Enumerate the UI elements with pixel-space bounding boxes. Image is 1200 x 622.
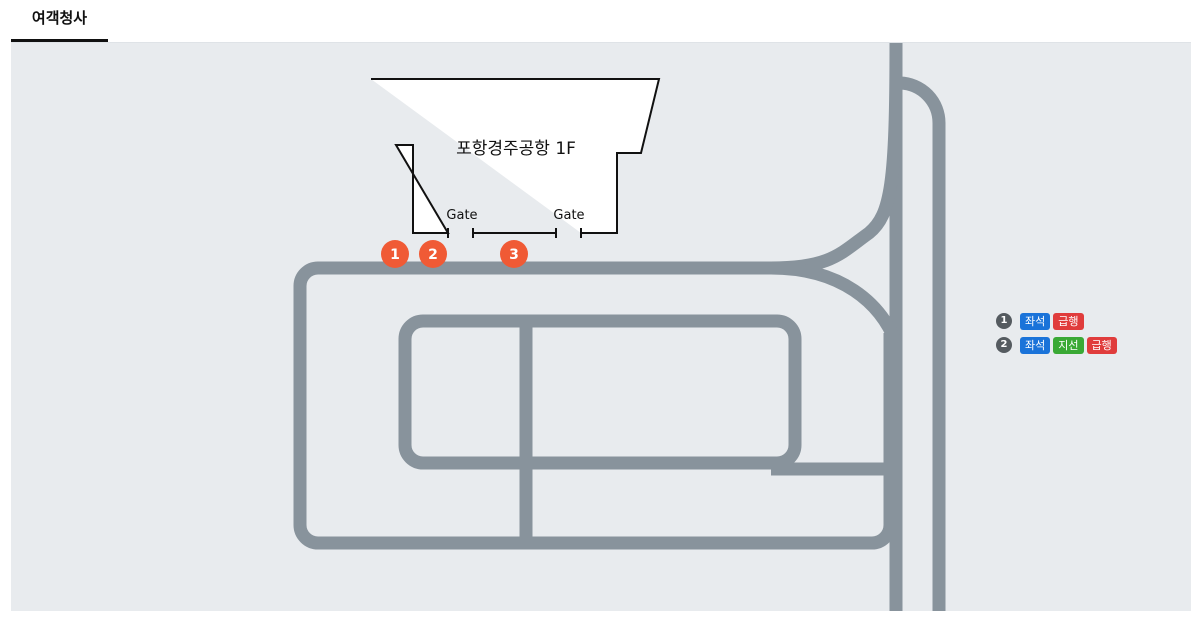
legend-number: 1 (996, 313, 1012, 329)
tab-bar: 여객청사 (0, 0, 1200, 43)
bus-stop-number: 3 (509, 247, 519, 263)
road-junction-upper (770, 43, 903, 275)
terminal-title: 포항경주공항 1F (456, 139, 576, 159)
legend-number: 2 (996, 337, 1012, 353)
badge-branch: 지선 (1053, 336, 1084, 354)
gate-label: Gate (553, 208, 584, 223)
roads (293, 43, 946, 611)
badge-seat: 좌석 (1020, 312, 1051, 330)
road-junction-lower (770, 261, 903, 346)
bus-stop-2[interactable]: 2 (419, 240, 447, 268)
bus-stop-number: 2 (428, 247, 438, 263)
badge-express: 급행 (1086, 336, 1117, 354)
bus-stop-number: 1 (390, 247, 400, 263)
legend-row-1[interactable]: 1 좌석 급행 (996, 312, 1120, 330)
legend-row-2[interactable]: 2 좌석 지선 급행 (996, 336, 1120, 354)
road-inner-loop (398, 314, 802, 470)
road-outer-loop (293, 261, 897, 550)
gate-label: Gate (446, 208, 477, 223)
bus-route-legend: 1 좌석 급행 2 좌석 지선 급행 (996, 312, 1120, 360)
bus-stop-3[interactable]: 3 (500, 240, 528, 268)
terminal-wall-left (412, 145, 448, 234)
badge-seat: 좌석 (1020, 336, 1051, 354)
map-canvas: 포항경주공항 1F Gate Gate 1 2 3 (293, 43, 946, 611)
badge-express: 급행 (1053, 312, 1084, 330)
bus-stop-1[interactable]: 1 (381, 240, 409, 268)
road-right-curve (899, 76, 946, 611)
airport-map: 포항경주공항 1F Gate Gate 1 2 3 (11, 42, 1191, 611)
tab-passenger-terminal[interactable]: 여객청사 (11, 0, 108, 43)
